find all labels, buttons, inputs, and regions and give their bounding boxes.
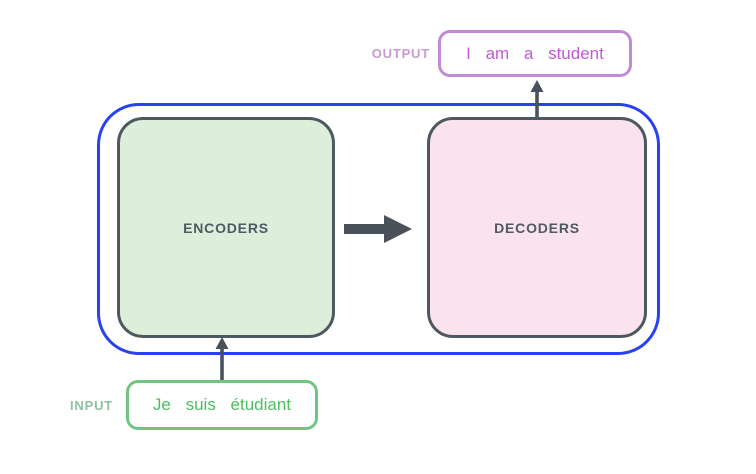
output-sentence-text: I am a student xyxy=(466,43,604,63)
encoders-block: ENCODERS xyxy=(117,117,335,338)
input-to-encoders-arrow xyxy=(215,337,229,380)
output-label: OUTPUT xyxy=(371,46,430,61)
encoders-block-label: ENCODERS xyxy=(183,219,269,236)
input-sentence-box: Je suis étudiant xyxy=(126,380,318,430)
input-sentence-text: Je suis étudiant xyxy=(152,395,292,414)
decoders-block: DECODERS xyxy=(427,117,647,338)
encoders-to-decoders-arrow xyxy=(344,215,412,243)
output-sentence-box: I am a student xyxy=(438,30,632,77)
decoders-block-label: DECODERS xyxy=(494,219,580,236)
decoders-to-output-arrow xyxy=(530,80,544,117)
input-label: INPUT xyxy=(70,398,113,413)
